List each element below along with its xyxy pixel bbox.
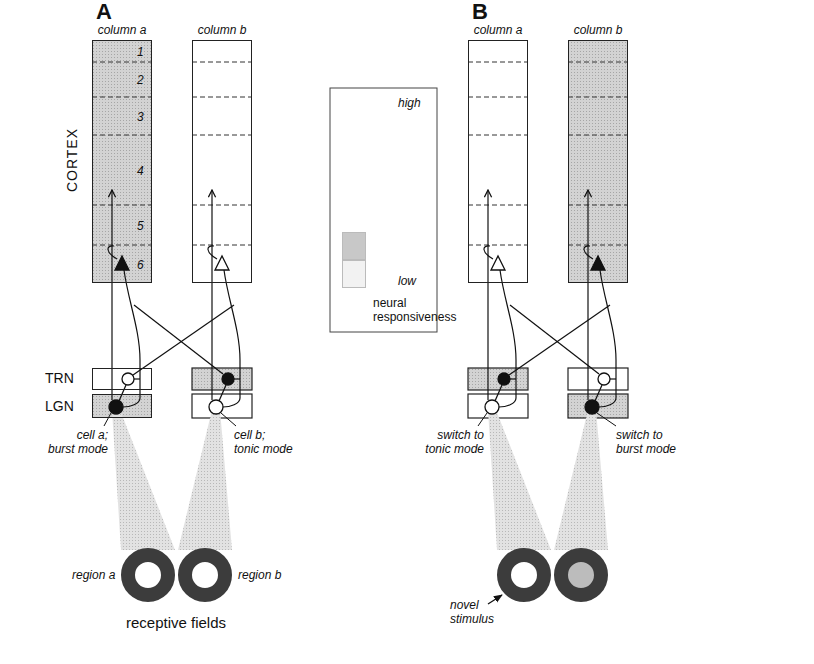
panel-b-art bbox=[468, 40, 628, 595]
legend-label: high bbox=[398, 96, 421, 110]
panel-letter: A bbox=[96, 0, 112, 24]
nucleus-label: TRN bbox=[45, 371, 74, 385]
column-label: column b bbox=[198, 23, 247, 37]
column-label: column a bbox=[98, 23, 147, 37]
nucleus-label: LGN bbox=[45, 399, 74, 413]
callout-label: cell b; tonic mode bbox=[234, 428, 293, 456]
axis-label: CORTEX bbox=[65, 128, 79, 192]
shading bbox=[92, 40, 152, 283]
trn-box bbox=[192, 368, 252, 390]
layer-number: 4 bbox=[137, 164, 144, 178]
neuron bbox=[109, 256, 234, 414]
neuron bbox=[485, 256, 610, 414]
thalamic-nucleus-box: LGN bbox=[92, 394, 152, 418]
leader-line bbox=[104, 413, 616, 604]
lgn-box bbox=[568, 394, 628, 418]
layer-number: 3 bbox=[137, 110, 144, 124]
axon-wiring bbox=[108, 190, 240, 407]
callout-label: switch to tonic mode bbox=[425, 428, 484, 456]
legend-title: neural responsiveness bbox=[373, 296, 393, 324]
cortical-column: column a123456 bbox=[92, 40, 152, 283]
region-label: region a bbox=[72, 568, 115, 582]
receptive-field-ring bbox=[185, 555, 225, 595]
callout-label: switch to burst mode bbox=[616, 428, 677, 456]
legend-label: low bbox=[398, 274, 416, 288]
layer-number: 1 bbox=[137, 45, 144, 59]
region-label: region b bbox=[238, 568, 281, 582]
axon-wiring bbox=[484, 190, 616, 407]
shading bbox=[92, 394, 152, 418]
receptive-field-ring bbox=[128, 555, 168, 595]
caption-label: receptive fields bbox=[126, 614, 226, 632]
receptive-cone bbox=[554, 410, 608, 550]
receptive-field-ring bbox=[504, 555, 544, 595]
shading bbox=[568, 40, 628, 283]
thalamic-nucleus-box: TRN bbox=[92, 368, 152, 390]
legend-frame bbox=[330, 88, 437, 332]
layer-number: 2 bbox=[137, 73, 144, 87]
receptive-field-ring bbox=[561, 555, 601, 595]
trn-box bbox=[568, 368, 628, 390]
receptive-cone bbox=[488, 410, 551, 550]
cortical-column: column b bbox=[192, 40, 252, 283]
receptive-cone bbox=[178, 410, 232, 550]
stimulus-label: novel stimulus bbox=[450, 598, 470, 626]
layer-number: 6 bbox=[137, 258, 144, 272]
cortical-column: column b bbox=[568, 40, 628, 283]
layer-number: 5 bbox=[137, 219, 144, 233]
panel-a-art bbox=[92, 40, 252, 595]
cortical-column: column a bbox=[468, 40, 528, 283]
layer-divider bbox=[468, 62, 628, 245]
lgn-box bbox=[468, 394, 528, 418]
panel-letter: B bbox=[472, 0, 488, 24]
legend-swatch bbox=[342, 232, 366, 260]
column-label: column a bbox=[474, 23, 523, 37]
layer-divider bbox=[92, 62, 252, 245]
callout-label: cell a; burst mode bbox=[47, 428, 108, 456]
column-label: column b bbox=[574, 23, 623, 37]
trn-box bbox=[468, 368, 528, 390]
legend-swatch bbox=[342, 260, 366, 288]
receptive-cone bbox=[112, 410, 175, 550]
